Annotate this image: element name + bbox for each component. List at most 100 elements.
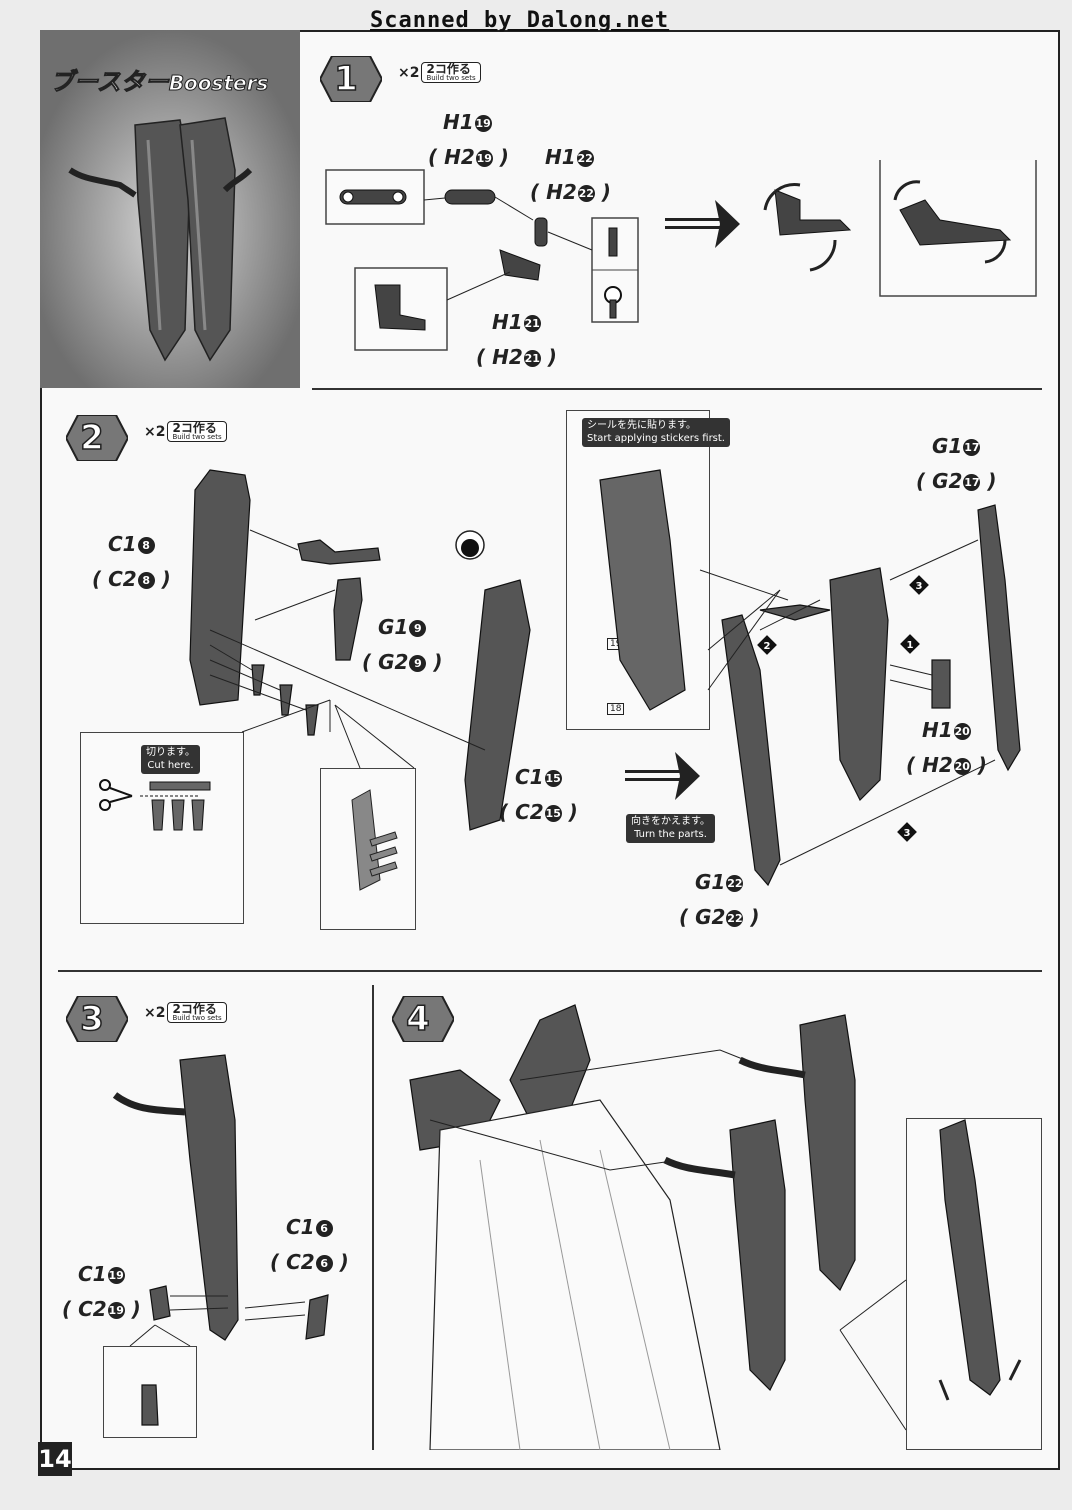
- part-number: 15: [544, 770, 562, 787]
- runner-id: H1: [545, 145, 576, 169]
- runner-id: H1: [492, 310, 523, 334]
- build-two-sets-tag: ×2 2コ作る Build two sets: [144, 1002, 227, 1023]
- turn-note-en: Turn the parts.: [634, 828, 707, 840]
- step2-diagram: 3 2 1 3: [99, 469, 1021, 891]
- step-number: 4: [405, 998, 430, 1040]
- build-tag-en: Build two sets: [172, 1014, 222, 1022]
- multiplier: ×2: [144, 423, 166, 440]
- step3-diagram: [112, 1054, 329, 1426]
- multiplier: ×2: [398, 64, 420, 81]
- section-title: ブースターBoosters: [50, 62, 269, 97]
- runner-id: C1: [78, 1262, 107, 1286]
- turn-note: 向きをかえます。 Turn the parts.: [626, 814, 715, 843]
- sticker-note: シールを先に貼ります。 Start applying stickers firs…: [582, 418, 730, 447]
- runner-id: G2: [932, 469, 963, 493]
- build-tag-box: 2コ作る Build two sets: [167, 1002, 227, 1023]
- watermark: Scanned by Dalong.net: [370, 8, 670, 33]
- part-number: 9: [409, 620, 427, 637]
- step-number: 3: [79, 998, 104, 1040]
- multiplier: ×2: [144, 1004, 166, 1021]
- part-number: 21: [523, 350, 541, 367]
- step4-diagram: [409, 1004, 1022, 1450]
- step-badge-3: 3: [66, 996, 128, 1042]
- part-number: 19: [474, 115, 492, 132]
- part-number: 19: [107, 1267, 125, 1284]
- step-badge-1: 1: [320, 56, 382, 102]
- order-number-2: 2: [764, 641, 771, 652]
- part-number: 21: [523, 315, 541, 332]
- order-number-3: 3: [916, 581, 923, 592]
- part-number: 20: [953, 758, 971, 775]
- part-number: 8: [137, 572, 155, 589]
- part-number: 20: [953, 723, 971, 740]
- section-title-en: Boosters: [168, 71, 269, 96]
- step-number: 1: [333, 58, 358, 100]
- runner-id: G1: [932, 434, 963, 458]
- part-number: 15: [544, 805, 562, 822]
- part-number: 6: [315, 1220, 333, 1237]
- build-tag-en: Build two sets: [172, 433, 222, 441]
- runner-id: H1: [922, 718, 953, 742]
- runner-id: H2: [922, 753, 953, 777]
- runner-id: H2: [444, 145, 475, 169]
- part-number: 22: [577, 185, 595, 202]
- runner-id: H2: [492, 345, 523, 369]
- runner-id: G1: [695, 870, 726, 894]
- cut-note-en: Cut here.: [147, 759, 194, 771]
- build-tag-jp: 2コ作る: [172, 421, 217, 435]
- runner-id: G2: [695, 905, 726, 929]
- step-number: 2: [79, 417, 104, 459]
- runner-id: C1: [515, 765, 544, 789]
- page-number: 14: [38, 1442, 72, 1476]
- part-number: 17: [963, 474, 981, 491]
- runner-id: G2: [378, 650, 409, 674]
- cut-note: 切ります。 Cut here.: [141, 745, 200, 774]
- part-number: 22: [576, 150, 594, 167]
- runner-id: C1: [286, 1215, 315, 1239]
- part-number: 8: [137, 537, 155, 554]
- build-tag-jp: 2コ作る: [426, 62, 471, 76]
- runner-id: H1: [443, 110, 474, 134]
- runner-id: C2: [78, 1297, 107, 1321]
- runner-id: C2: [286, 1250, 315, 1274]
- order-number-1: 1: [907, 640, 914, 651]
- build-tag-jp: 2コ作る: [172, 1002, 217, 1016]
- divider-step2: [58, 970, 1042, 972]
- order-number-3: 3: [904, 828, 911, 839]
- section-header: ブースターBoosters: [40, 30, 300, 388]
- build-tag-en: Build two sets: [426, 74, 476, 82]
- sticker-number: 18: [607, 703, 625, 715]
- build-two-sets-tag: ×2 2コ作る Build two sets: [144, 421, 227, 442]
- step-badge-4: 4: [392, 996, 454, 1042]
- part-number: 22: [726, 910, 744, 927]
- part-number: 17: [963, 439, 981, 456]
- sticker-note-jp: シールを先に貼ります。: [587, 420, 696, 431]
- runner-id: C2: [108, 567, 137, 591]
- build-tag-box: 2コ作る Build two sets: [167, 421, 227, 442]
- build-tag-box: 2コ作る Build two sets: [421, 62, 481, 83]
- cut-note-jp: 切ります。: [146, 747, 195, 758]
- divider-step1: [312, 388, 1042, 390]
- part-number: 6: [315, 1255, 333, 1272]
- runner-id: H2: [546, 180, 577, 204]
- runner-id: C2: [515, 800, 544, 824]
